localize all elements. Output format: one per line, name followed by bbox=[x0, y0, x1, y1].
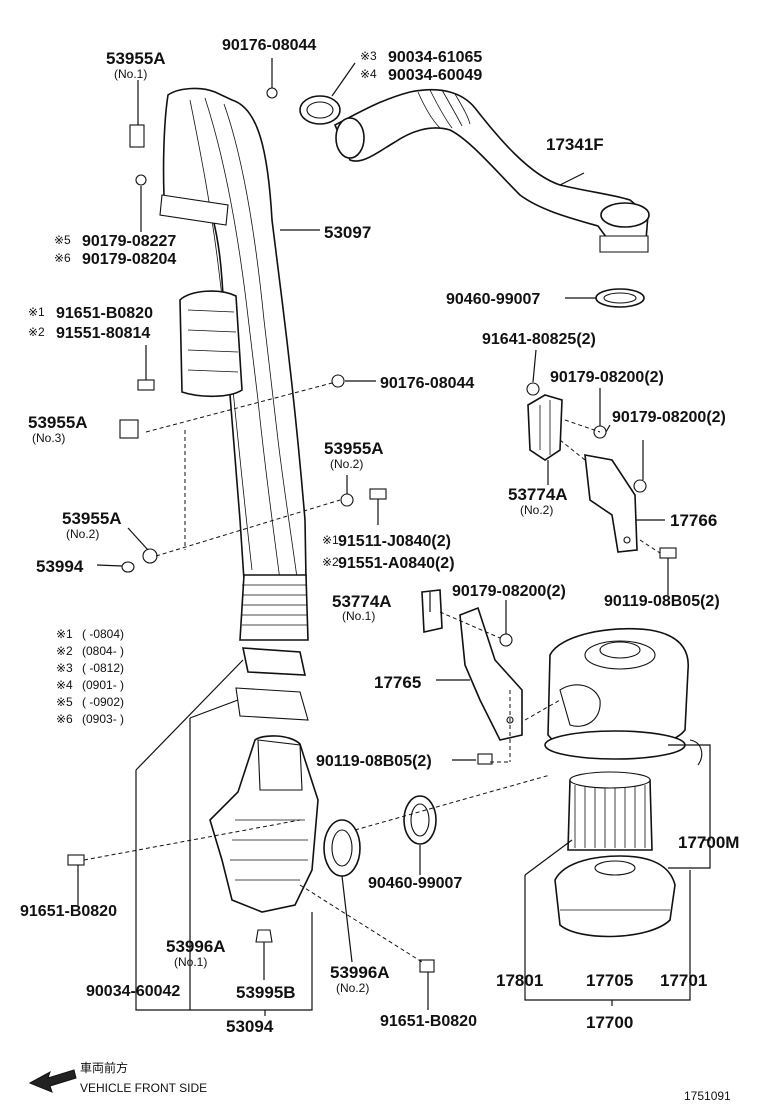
label-ref1b: ※1 bbox=[322, 533, 339, 547]
note-range-5: ( -0902) bbox=[82, 695, 124, 709]
label-53996a-no2-sub: (No.2) bbox=[336, 981, 369, 995]
label-17766: 17766 bbox=[670, 511, 717, 530]
duct-gaskets bbox=[235, 647, 309, 721]
label-91651-b0820-a: 91651-B0820 bbox=[56, 305, 153, 322]
label-53774a-no2-sub: (No.2) bbox=[520, 503, 553, 517]
label-90460-99007-a: 90460-99007 bbox=[446, 291, 540, 308]
label-53955a-no1-sub: (No.1) bbox=[114, 67, 147, 81]
dashed-guides bbox=[83, 382, 661, 963]
bracket-17766 bbox=[584, 454, 638, 553]
label-53955a-no3-sub: (No.3) bbox=[32, 431, 65, 445]
date-notes: ※1 ( -0804) ※2 (0804- ) ※3 ( -0812) ※4 (… bbox=[56, 627, 124, 726]
label-90179-08200-b: 90179-08200(2) bbox=[612, 409, 726, 426]
label-90119-08b05-b: 90119-08B05(2) bbox=[316, 753, 432, 770]
label-90034-60049: 90034-60049 bbox=[388, 67, 482, 84]
label-17341f: 17341F bbox=[546, 135, 604, 154]
air-hose bbox=[333, 88, 650, 253]
bracket-53774a-no1 bbox=[421, 589, 443, 633]
label-90176-08044-a: 90176-08044 bbox=[222, 37, 316, 54]
label-53955a-no2-b: 53955A bbox=[62, 509, 122, 528]
leader-lines bbox=[77, 58, 711, 1016]
label-53955a-no3: 53955A bbox=[28, 413, 88, 432]
label-90034-61065: 90034-61065 bbox=[388, 49, 482, 66]
hose-clamp-lower bbox=[403, 795, 437, 845]
label-53994: 53994 bbox=[36, 557, 84, 576]
label-17700m: 17700M bbox=[678, 833, 739, 852]
label-53774a-no1: 53774A bbox=[332, 592, 392, 611]
air-cleaner-assembly bbox=[544, 627, 690, 938]
label-91551-a0840: 91551-A0840(2) bbox=[338, 555, 455, 572]
note-mark-5: ※5 bbox=[56, 695, 73, 709]
note-mark-3: ※3 bbox=[56, 661, 73, 675]
hose-53996a bbox=[323, 819, 361, 877]
label-53996a-no2: 53996A bbox=[330, 963, 390, 982]
label-91651-b0820-c: 91651-B0820 bbox=[380, 1013, 477, 1030]
label-53955a-no2-b-sub: (No.2) bbox=[66, 527, 99, 541]
label-90179-08227: 90179-08227 bbox=[82, 233, 176, 250]
label-90176-08044-b: 90176-08044 bbox=[380, 375, 474, 392]
label-90119-08b05-a: 90119-08B05(2) bbox=[604, 593, 720, 610]
direction-jp: 車両前方 bbox=[80, 1060, 128, 1075]
note-range-6: (0903- ) bbox=[82, 712, 124, 726]
note-range-3: ( -0812) bbox=[82, 661, 124, 675]
label-53996a-no1: 53996A bbox=[166, 937, 226, 956]
part-labels: 53955A (No.1) 90176-08044 ※3 90034-61065… bbox=[20, 37, 739, 1036]
label-17765: 17765 bbox=[374, 673, 421, 692]
note-mark-4: ※4 bbox=[56, 678, 73, 692]
label-17801: 17801 bbox=[496, 971, 543, 990]
label-ref1: ※1 bbox=[28, 305, 45, 319]
hose-clamp-top bbox=[299, 95, 341, 125]
label-ref2b: ※2 bbox=[322, 555, 339, 569]
label-53774a-no1-sub: (No.1) bbox=[342, 609, 375, 623]
bracket-53774a-no2 bbox=[527, 394, 563, 461]
hose-clamp-upper bbox=[595, 288, 645, 308]
note-mark-2: ※2 bbox=[56, 644, 73, 658]
note-range-1: ( -0804) bbox=[82, 627, 124, 641]
label-17700: 17700 bbox=[586, 1013, 633, 1032]
clip-17700m bbox=[689, 739, 703, 766]
label-53774a-no2: 53774A bbox=[508, 485, 568, 504]
air-intake-duct bbox=[159, 87, 309, 641]
label-90460-99007-b: 90460-99007 bbox=[368, 875, 462, 892]
front-direction-arrow-icon bbox=[28, 1069, 77, 1093]
fasteners bbox=[67, 87, 677, 973]
label-ref6: ※6 bbox=[54, 251, 71, 265]
label-53094: 53094 bbox=[226, 1017, 274, 1036]
label-ref2: ※2 bbox=[28, 325, 45, 339]
label-53955a-no1: 53955A bbox=[106, 49, 166, 68]
note-range-4: (0901- ) bbox=[82, 678, 124, 692]
label-17705: 17705 bbox=[586, 971, 633, 990]
label-53955a-no2-a: 53955A bbox=[324, 439, 384, 458]
direction-en: VEHICLE FRONT SIDE bbox=[80, 1081, 207, 1095]
label-53996a-no1-sub: (No.1) bbox=[174, 955, 207, 969]
note-mark-1: ※1 bbox=[56, 627, 73, 641]
bracket-17765 bbox=[459, 606, 523, 741]
label-ref5: ※5 bbox=[54, 233, 71, 247]
footer: 車両前方 VEHICLE FRONT SIDE 1751091 bbox=[28, 1060, 731, 1103]
label-53097: 53097 bbox=[324, 223, 371, 242]
label-91551-80814: 91551-80814 bbox=[56, 325, 150, 342]
label-91651-b0820-b: 91651-B0820 bbox=[20, 903, 117, 920]
label-90034-60042: 90034-60042 bbox=[86, 983, 180, 1000]
note-mark-6: ※6 bbox=[56, 712, 73, 726]
resonator-box bbox=[209, 735, 319, 913]
label-91641-80825: 91641-80825(2) bbox=[482, 331, 596, 348]
diagram-code: 1751091 bbox=[684, 1089, 731, 1103]
label-53995b: 53995B bbox=[236, 983, 296, 1002]
label-ref4: ※4 bbox=[360, 67, 377, 81]
label-90179-08204: 90179-08204 bbox=[82, 251, 176, 268]
note-range-2: (0804- ) bbox=[82, 644, 124, 658]
label-90179-08200-c: 90179-08200(2) bbox=[452, 583, 566, 600]
label-91511-j0840: 91511-J0840(2) bbox=[338, 533, 451, 550]
label-17701: 17701 bbox=[660, 971, 707, 990]
label-53955a-no2-a-sub: (No.2) bbox=[330, 457, 363, 471]
label-ref3: ※3 bbox=[360, 49, 377, 63]
label-90179-08200-a: 90179-08200(2) bbox=[550, 369, 664, 386]
